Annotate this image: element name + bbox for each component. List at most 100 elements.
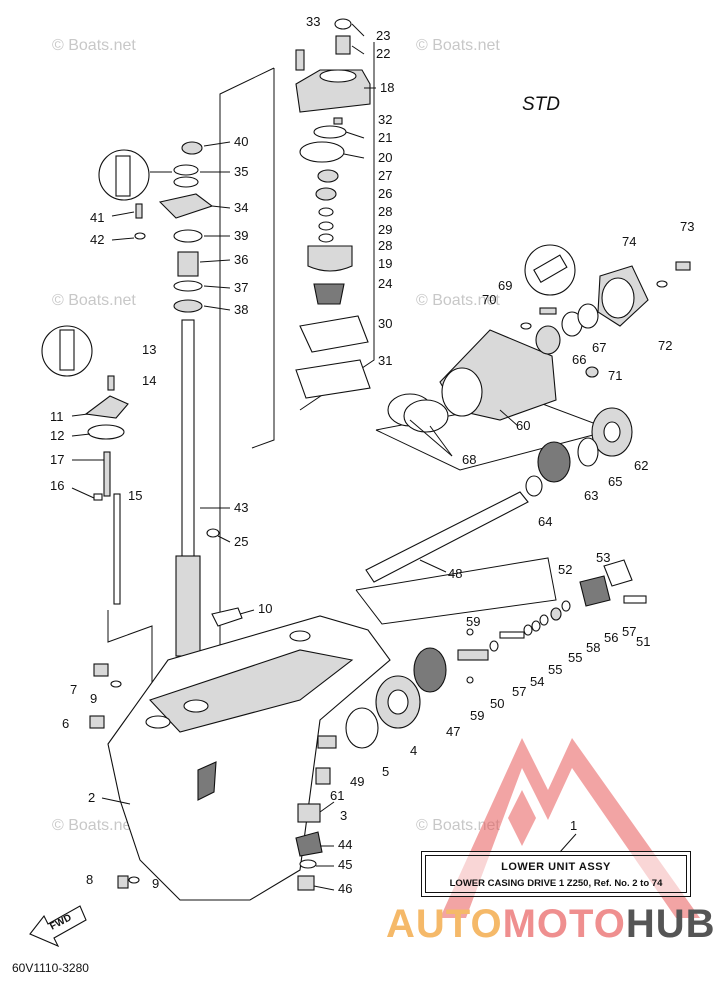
washer-69	[520, 322, 532, 330]
plug-7	[93, 663, 109, 677]
housing-11	[84, 395, 129, 419]
shim-5	[345, 707, 379, 749]
callout: 44	[338, 837, 352, 852]
callout: 51	[636, 634, 650, 649]
ball-59b	[466, 676, 474, 684]
callout: 33	[306, 14, 320, 29]
brand-part-moto: MOTO	[502, 902, 626, 946]
grommet-23	[334, 18, 352, 30]
ball-58	[539, 614, 549, 626]
seal-40	[181, 141, 203, 155]
oring-39	[173, 229, 203, 243]
callout: 49	[350, 774, 364, 789]
callout: 63	[584, 488, 598, 503]
gear-parts	[345, 407, 633, 749]
watermarks: © Boats.net © Boats.net © Boats.net © Bo…	[52, 37, 500, 834]
callout: 11	[50, 409, 64, 424]
callout: 50	[490, 696, 504, 711]
bushing-61	[315, 767, 331, 785]
callout: 22	[376, 46, 390, 61]
gear-47	[413, 647, 447, 693]
spring-56	[550, 607, 562, 621]
watermark: © Boats.net	[416, 37, 500, 54]
callout: 9	[152, 876, 159, 891]
housing-60-face	[441, 367, 483, 417]
callout: 29	[378, 222, 392, 237]
callout-numbers: 33 23 22 18 32 21 20 27 26 28 29 28 19 2…	[50, 14, 694, 896]
callout: 54	[530, 674, 544, 689]
callout: 69	[498, 278, 512, 293]
prop-housing-parts	[387, 261, 691, 433]
sleeve-49	[317, 735, 337, 749]
assembly-ref-number: 1	[570, 818, 577, 833]
callout: 39	[234, 228, 248, 243]
callout: 53	[596, 550, 610, 565]
housing-34	[158, 193, 214, 219]
water-pump-parts	[295, 18, 371, 399]
anode-6	[89, 715, 105, 729]
gear-63	[537, 441, 571, 483]
bearing-3	[297, 803, 321, 823]
diagram-code: 60V1110-3280	[12, 961, 89, 975]
bolt-14	[107, 375, 115, 391]
callout: 55	[548, 662, 562, 677]
callout: 71	[608, 368, 622, 383]
washer-28	[318, 207, 334, 217]
spring-53	[603, 559, 633, 587]
callout: 64	[538, 514, 552, 529]
nut-46	[297, 875, 315, 891]
callout: 7	[70, 682, 77, 697]
callout: 12	[50, 428, 64, 443]
callout: 18	[380, 80, 394, 95]
shim-37	[173, 280, 203, 292]
bolt-17	[103, 451, 111, 497]
bearing-66	[535, 325, 561, 355]
callout: 67	[592, 340, 606, 355]
left-small-parts	[89, 663, 140, 889]
callout: 57	[622, 624, 636, 639]
callout: 14	[142, 373, 156, 388]
assembly-title: LOWER UNIT ASSY	[501, 861, 611, 873]
key-25	[206, 528, 220, 538]
fwd-arrow-icon: FWD	[29, 905, 87, 948]
gasket-20	[299, 141, 345, 163]
callout: 16	[50, 478, 64, 493]
callout: 66	[572, 352, 586, 367]
callout: 9	[90, 691, 97, 706]
callout: 45	[338, 857, 352, 872]
watermark: © Boats.net	[416, 292, 500, 309]
clip-16	[93, 493, 103, 501]
pinion-parts	[295, 735, 337, 891]
oring-68b	[403, 399, 449, 433]
seal-35b	[173, 176, 199, 188]
pin-51	[623, 595, 647, 604]
pinion-44	[295, 831, 323, 857]
ball-55	[531, 620, 541, 632]
assembly-info-inner	[425, 855, 687, 893]
callout: 24	[378, 276, 392, 291]
callout: 26	[378, 186, 392, 201]
callout: 20	[378, 150, 392, 165]
watermark: © Boats.net	[416, 817, 500, 834]
callout: 68	[462, 452, 476, 467]
callout: 70	[482, 292, 496, 307]
callout: 31	[378, 353, 392, 368]
sleeve-38	[173, 299, 203, 313]
callout: 28	[378, 204, 392, 219]
callout: 35	[234, 164, 248, 179]
callout: 52	[558, 562, 572, 577]
brand-part-auto: AUTO	[386, 902, 503, 946]
callout: 10	[258, 601, 272, 616]
watermark: © Boats.net	[52, 817, 136, 834]
callout: 58	[586, 640, 600, 655]
callout: 61	[330, 788, 344, 803]
lower-casing-2	[107, 615, 391, 901]
callout: 13	[142, 342, 156, 357]
shift-plunger-parts	[457, 559, 647, 684]
callout: 57	[512, 684, 526, 699]
variant-label: STD	[522, 94, 560, 115]
seal-67b	[577, 303, 599, 329]
rod-15	[113, 493, 121, 605]
